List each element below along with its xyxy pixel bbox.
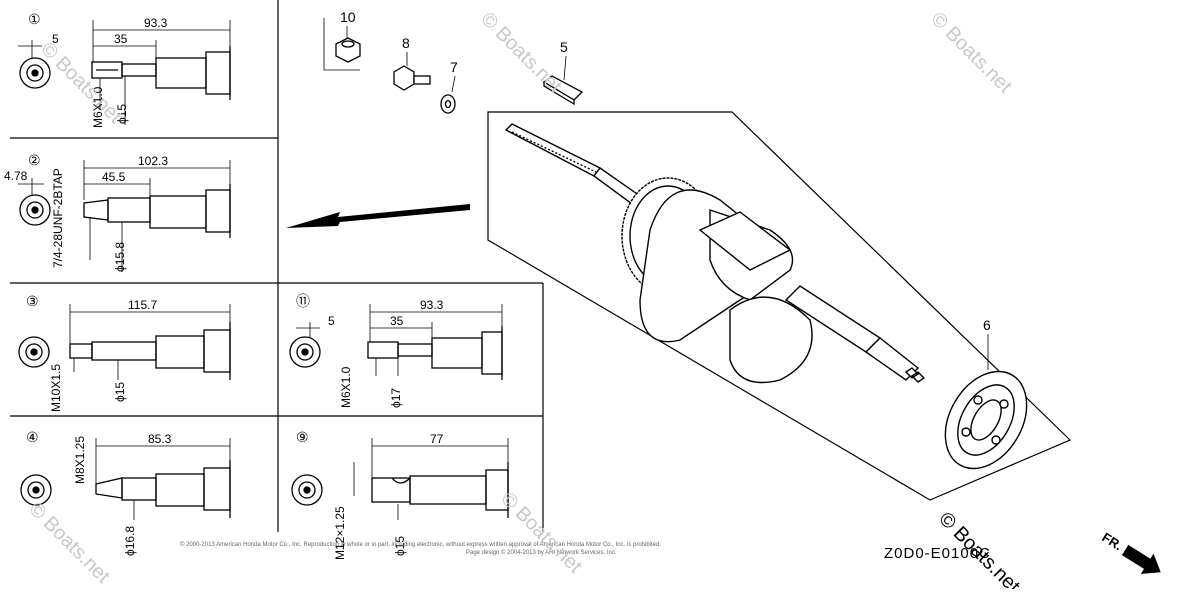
length-dimension: 102.3 xyxy=(138,154,168,168)
dimension-lines xyxy=(18,160,231,272)
variant-label: ③ xyxy=(26,293,39,309)
length-dimension: 93.3 xyxy=(144,16,168,30)
thread-spec: 7/4-28UNF-2BTAP xyxy=(51,168,65,268)
length-dimension: 77 xyxy=(430,432,444,446)
crankshaft-end-icon xyxy=(18,336,50,368)
dimension-lines xyxy=(353,438,509,520)
callout-7: 7 xyxy=(440,59,458,114)
length-dimension: 85.3 xyxy=(148,432,172,446)
dimension-lines xyxy=(296,304,503,376)
callout-5: 5 xyxy=(542,39,584,106)
variant-9-panel: ⑨ 77 M12×1.25 ϕ15 xyxy=(291,429,509,560)
shaft-profile xyxy=(69,322,231,380)
crankshaft-drawing xyxy=(504,123,926,384)
callout-8: 8 xyxy=(393,35,431,91)
variant-1-panel: ① 93.3 35 5 M6X1.0 ϕ15 xyxy=(18,11,231,128)
variant-label: ④ xyxy=(26,429,39,445)
watermarks: © Boats.net © Boats.net © Boats.net © Bo… xyxy=(24,8,1024,594)
diameter-spec: ϕ17 xyxy=(389,388,403,408)
offset-dimension: 45.5 xyxy=(102,170,126,184)
diameter-spec: ϕ15 xyxy=(393,536,407,556)
thread-spec: M6X1.0 xyxy=(339,366,353,408)
variant-2-panel: ② 102.3 45.5 4.78 7/4-28UNF-2BTAP ϕ15.8 xyxy=(4,152,231,272)
variant-4-panel: ④ 85.3 M8X1.25 ϕ16.8 xyxy=(20,429,231,556)
dimension-lines xyxy=(18,20,231,125)
callout-6: 6 xyxy=(983,317,991,370)
thread-spec: M6X1.0 xyxy=(91,86,105,128)
watermark: © Boats.net xyxy=(476,8,566,98)
shaft-profile xyxy=(95,460,231,518)
dimension-lines xyxy=(69,304,231,380)
key-icon xyxy=(542,75,584,106)
bearing-icon xyxy=(944,370,1028,470)
crankshaft-end-icon xyxy=(289,336,321,368)
shaft-profile xyxy=(367,326,503,380)
variant-label: ⑨ xyxy=(296,429,309,445)
part-number: 8 xyxy=(402,35,410,51)
shaft-profile xyxy=(91,46,231,100)
direction-arrow-icon xyxy=(286,204,470,228)
panel-frame xyxy=(10,0,544,532)
part-number: 5 xyxy=(560,39,568,55)
watermark: © Boats.net xyxy=(496,488,586,578)
watermark: © Boats.net xyxy=(926,8,1016,98)
keyway-dimension: 4.78 xyxy=(4,169,28,183)
length-dimension: 93.3 xyxy=(420,298,444,312)
callout-10: 10 xyxy=(323,9,361,71)
diameter-spec: ϕ15 xyxy=(113,382,127,402)
shaft-profile xyxy=(371,462,509,518)
direction-label: FR. xyxy=(1099,529,1125,553)
diagram-code: Z0D0-E0100C xyxy=(884,545,991,562)
thread-spec: M10X1.5 xyxy=(49,364,63,412)
crankshaft-end-icon xyxy=(291,474,323,506)
keyway-dimension: 5 xyxy=(52,32,59,46)
diameter-spec: ϕ15.8 xyxy=(113,242,127,272)
shaft-profile xyxy=(83,184,231,238)
crankshaft-assembly: 6 xyxy=(487,111,1072,501)
thread-spec: M12×1.25 xyxy=(333,506,347,560)
part-number: 10 xyxy=(340,9,356,25)
keyway-dimension: 5 xyxy=(328,314,335,328)
offset-dimension: 35 xyxy=(390,314,404,328)
offset-dimension: 35 xyxy=(114,32,128,46)
part-number: 6 xyxy=(983,317,991,333)
copyright-line: © 2000-2013 American Honda Motor Co., In… xyxy=(180,541,661,548)
bolt-icon xyxy=(393,65,431,91)
crankshaft-end-icon xyxy=(19,194,51,226)
crankshaft-end-icon xyxy=(19,57,51,89)
washer-icon xyxy=(440,94,456,114)
variant-label: ① xyxy=(28,11,41,27)
variant-3-panel: ③ 115.7 M10X1.5 ϕ15 xyxy=(18,293,231,412)
part-number: 7 xyxy=(450,59,458,75)
dimension-lines xyxy=(95,438,231,520)
variant-11-panel: ⑪ 93.3 35 5 M6X1.0 ϕ17 xyxy=(289,293,503,408)
copyright-line: Page design © 2004-2013 by ARI Network S… xyxy=(466,549,617,556)
front-direction-indicator: FR. xyxy=(1099,529,1161,574)
arrow-right-icon xyxy=(1121,544,1161,574)
variant-label: ② xyxy=(28,152,41,168)
diameter-spec: ϕ15 xyxy=(115,104,129,124)
length-dimension: 115.7 xyxy=(128,298,157,312)
diameter-spec: ϕ16.8 xyxy=(123,526,137,556)
thread-spec: M8X1.25 xyxy=(73,436,87,484)
watermark: © Boats.net xyxy=(36,38,126,128)
crankshaft-end-icon xyxy=(20,474,52,506)
variant-label: ⑪ xyxy=(296,293,310,309)
nut-icon xyxy=(335,37,361,63)
watermark: © Boats.net xyxy=(24,498,114,588)
